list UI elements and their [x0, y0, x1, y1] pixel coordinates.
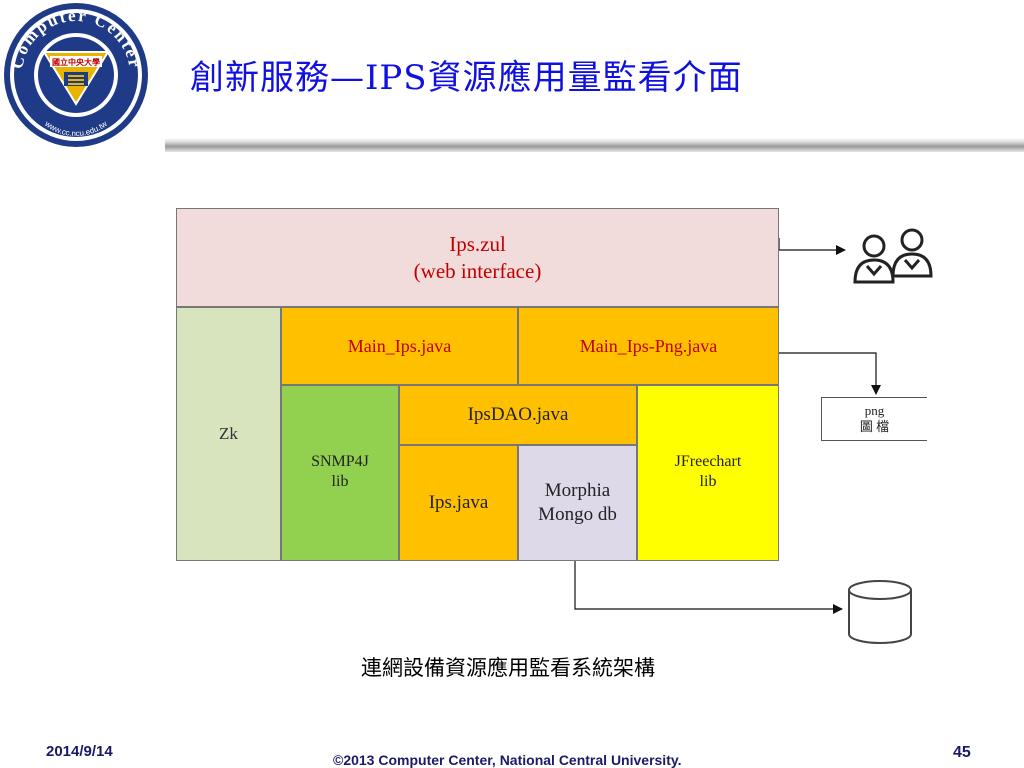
- morphia-mongodb-box: Morphia Mongo db: [518, 445, 637, 561]
- arrow-png-to-file: [779, 352, 881, 395]
- main-ips-png-java-box: Main_Ips-Png.java: [518, 307, 779, 385]
- diagram-caption: 連網設備資源應用監看系統架構: [361, 656, 655, 680]
- zk-box: Zk: [176, 307, 281, 561]
- ips-java-box: Ips.java: [399, 445, 518, 561]
- database-icon: [848, 580, 912, 644]
- computer-center-logo: Computer Center www.cc.ncu.edu.tw 國立中央大學: [4, 3, 148, 147]
- page-number: 45: [953, 744, 971, 761]
- page-title: 創新服務—IPS資源應用量監看介面: [190, 58, 743, 98]
- jfreechart-lib-box: JFreechart lib: [637, 385, 779, 561]
- logo-badge-text: 國立中央大學: [52, 57, 100, 67]
- users-icon: [853, 228, 933, 284]
- ipsdao-java-box: IpsDAO.java: [399, 385, 637, 445]
- arrow-mongo-to-db: [574, 561, 843, 614]
- footer-date: 2014/9/14: [46, 743, 113, 760]
- main-ips-java-box: Main_Ips.java: [281, 307, 518, 385]
- snmp4j-lib-box: SNMP4J lib: [281, 385, 399, 561]
- arrow-web-to-users: [778, 238, 846, 255]
- png-file-box: png 圖 檔: [821, 397, 927, 441]
- ips-zul-web-interface-box: Ips.zul (web interface): [176, 208, 779, 307]
- footer-copyright: ©2013 Computer Center, National Central …: [333, 752, 682, 768]
- title-divider: [165, 138, 1024, 152]
